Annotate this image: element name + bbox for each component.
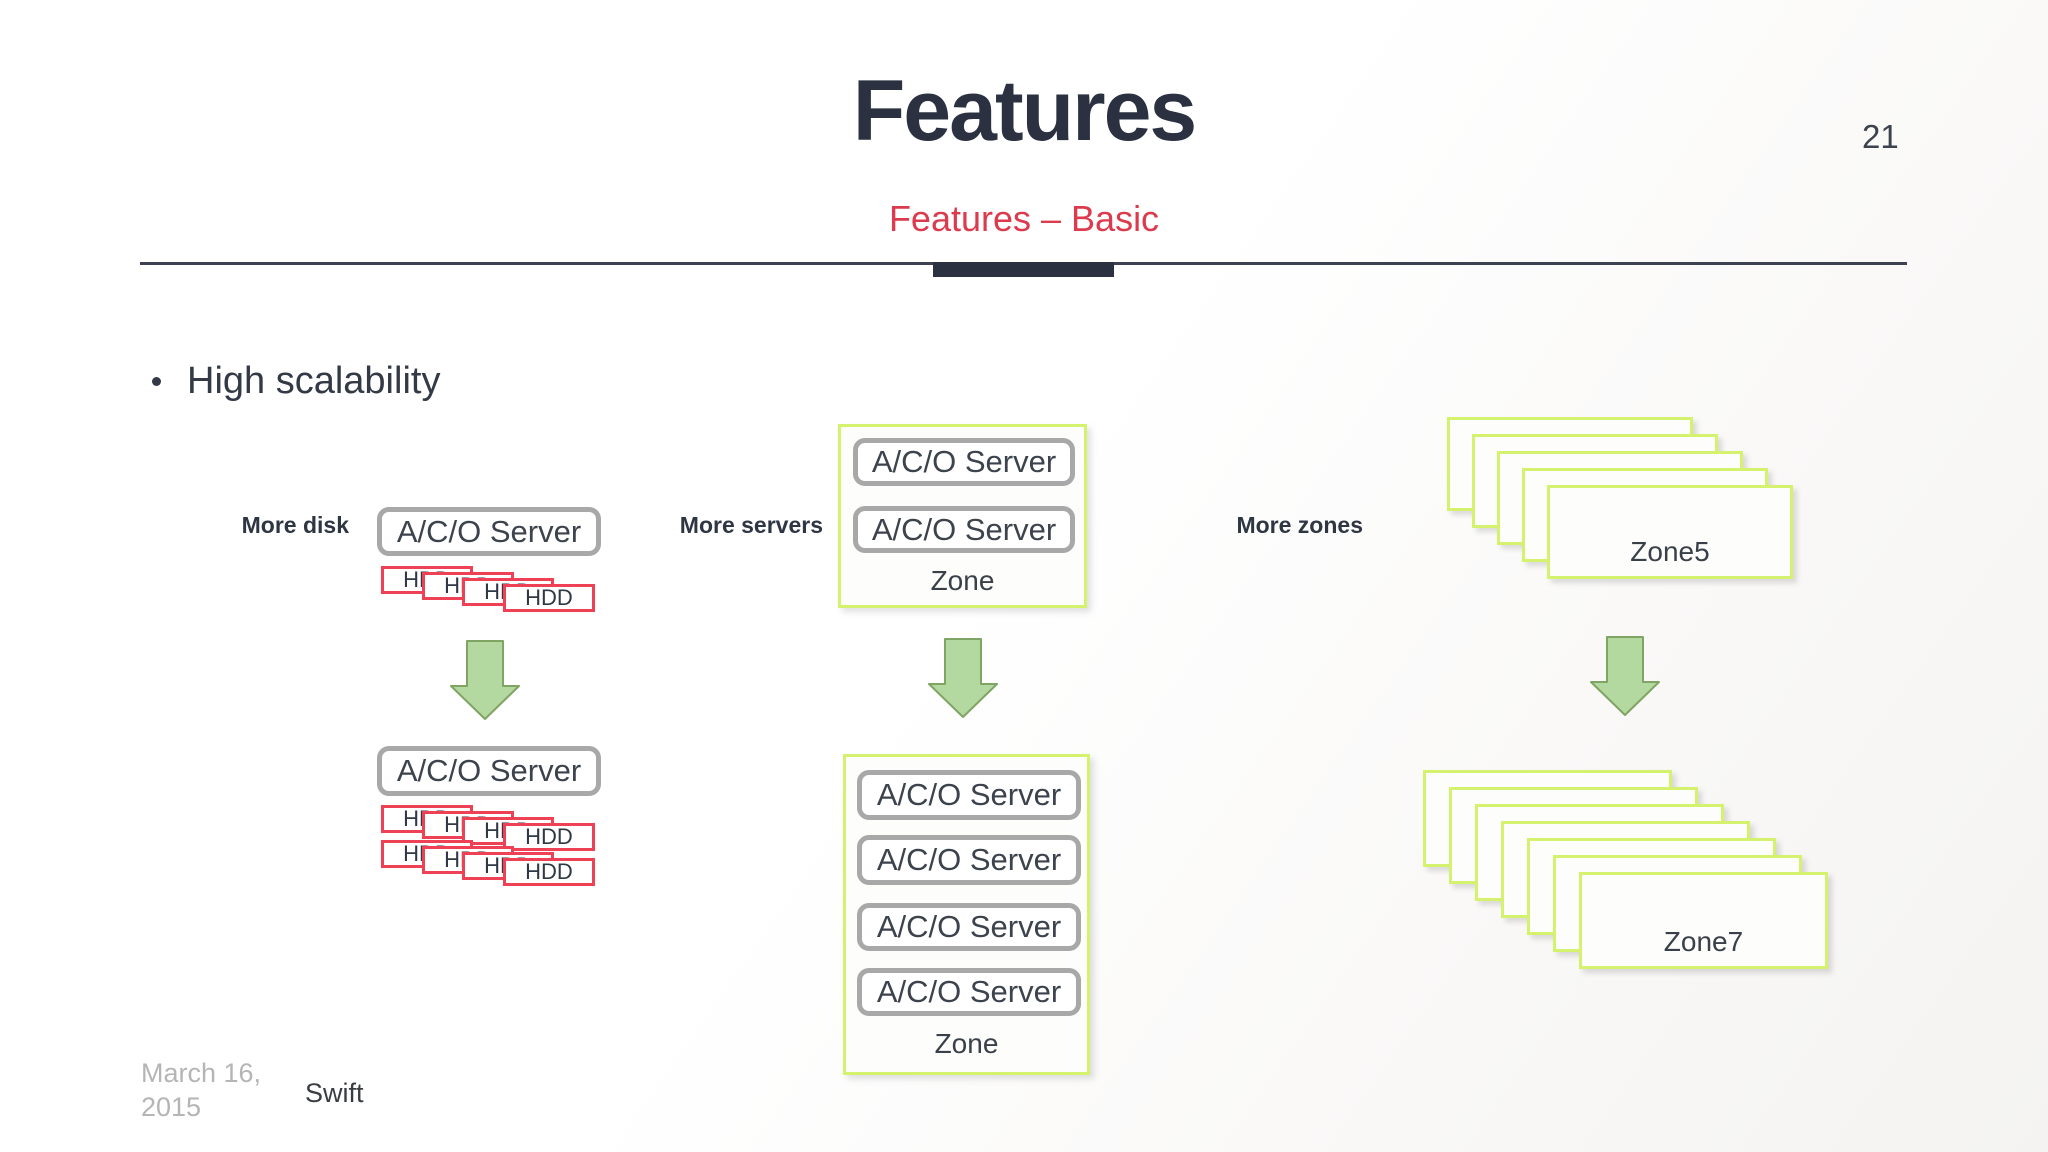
header-divider-accent xyxy=(933,262,1114,277)
aco-server-box: A/C/O Server xyxy=(857,903,1081,951)
zone7-front-card: Zone7 xyxy=(1579,872,1828,969)
zone-box: A/C/O Server A/C/O Server A/C/O Server A… xyxy=(843,754,1090,1075)
aco-server-box: A/C/O Server xyxy=(853,438,1075,486)
bullet-dot xyxy=(152,377,161,386)
footer-date-line1: March 16, xyxy=(141,1058,262,1088)
down-arrow-icon xyxy=(928,638,998,718)
aco-server-label: A/C/O Server xyxy=(396,753,582,788)
aco-server-box: A/C/O Server xyxy=(853,506,1075,553)
aco-server-label: A/C/O Server xyxy=(396,513,582,549)
more-servers-label: More servers xyxy=(679,512,823,538)
zone5-caption: Zone5 xyxy=(1630,536,1710,567)
zone7-caption: Zone7 xyxy=(1663,926,1744,957)
zone-box: A/C/O Server A/C/O Server Zone xyxy=(838,424,1087,608)
footer-project-label: Swift xyxy=(305,1078,364,1108)
aco-server-box: A/C/O Server xyxy=(377,507,601,556)
zone5-front-card: Zone5 xyxy=(1547,485,1793,579)
hdd-box: HDD xyxy=(503,858,595,886)
aco-server-box: A/C/O Server xyxy=(857,770,1081,820)
down-arrow-icon xyxy=(450,640,520,720)
aco-server-box: A/C/O Server xyxy=(857,835,1081,885)
aco-server-label: A/C/O Server xyxy=(876,974,1062,1009)
down-arrow-icon xyxy=(1590,636,1660,716)
aco-server-label: A/C/O Server xyxy=(871,444,1057,479)
hdd-label: HDD xyxy=(525,585,573,610)
aco-server-box: A/C/O Server xyxy=(857,968,1081,1016)
bullet-item: High scalability xyxy=(152,360,440,403)
hdd-box: HDD xyxy=(503,823,595,851)
hdd-box: HDD xyxy=(503,584,595,612)
footer-date: March 16, 2015 xyxy=(141,1056,261,1124)
aco-server-label: A/C/O Server xyxy=(876,909,1062,944)
hdd-label: HDD xyxy=(525,824,573,849)
aco-server-label: A/C/O Server xyxy=(871,511,1057,547)
aco-server-label: A/C/O Server xyxy=(876,777,1062,812)
more-disk-label: More disk xyxy=(241,512,349,538)
page-subtitle: Features – Basic xyxy=(888,198,1160,239)
bullet-text: High scalability xyxy=(187,360,441,402)
footer-date-line2: 2015 xyxy=(141,1092,202,1122)
aco-server-box: A/C/O Server xyxy=(377,746,601,796)
zone-caption: Zone xyxy=(930,565,995,596)
page-number: 21 xyxy=(1862,118,1899,155)
page-title: Features xyxy=(852,63,1198,159)
more-zones-label: More zones xyxy=(1236,512,1363,538)
aco-server-label: A/C/O Server xyxy=(876,842,1062,877)
hdd-label: HDD xyxy=(525,859,573,884)
zone-caption: Zone xyxy=(934,1028,999,1059)
